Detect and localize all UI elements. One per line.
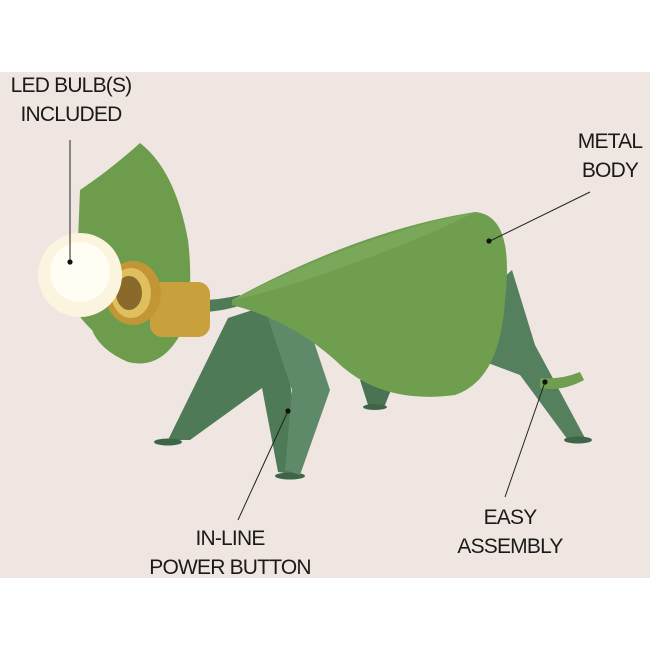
rear-leg: [480, 270, 585, 440]
callout-easy-assembly: EASY ASSEMBLY: [457, 506, 563, 558]
metal-body-shade: [232, 212, 507, 397]
tail: [540, 372, 584, 389]
leader-lines: [67, 140, 591, 521]
callout-power-button: IN-LINE POWER BUTTON: [149, 527, 311, 579]
callout-metal-body: METAL BODY: [577, 130, 643, 182]
callout-led-bulb: LED BULB(S) INCLUDED: [10, 74, 133, 126]
front-left-leg: [168, 305, 300, 475]
brass-socket: [150, 282, 210, 337]
